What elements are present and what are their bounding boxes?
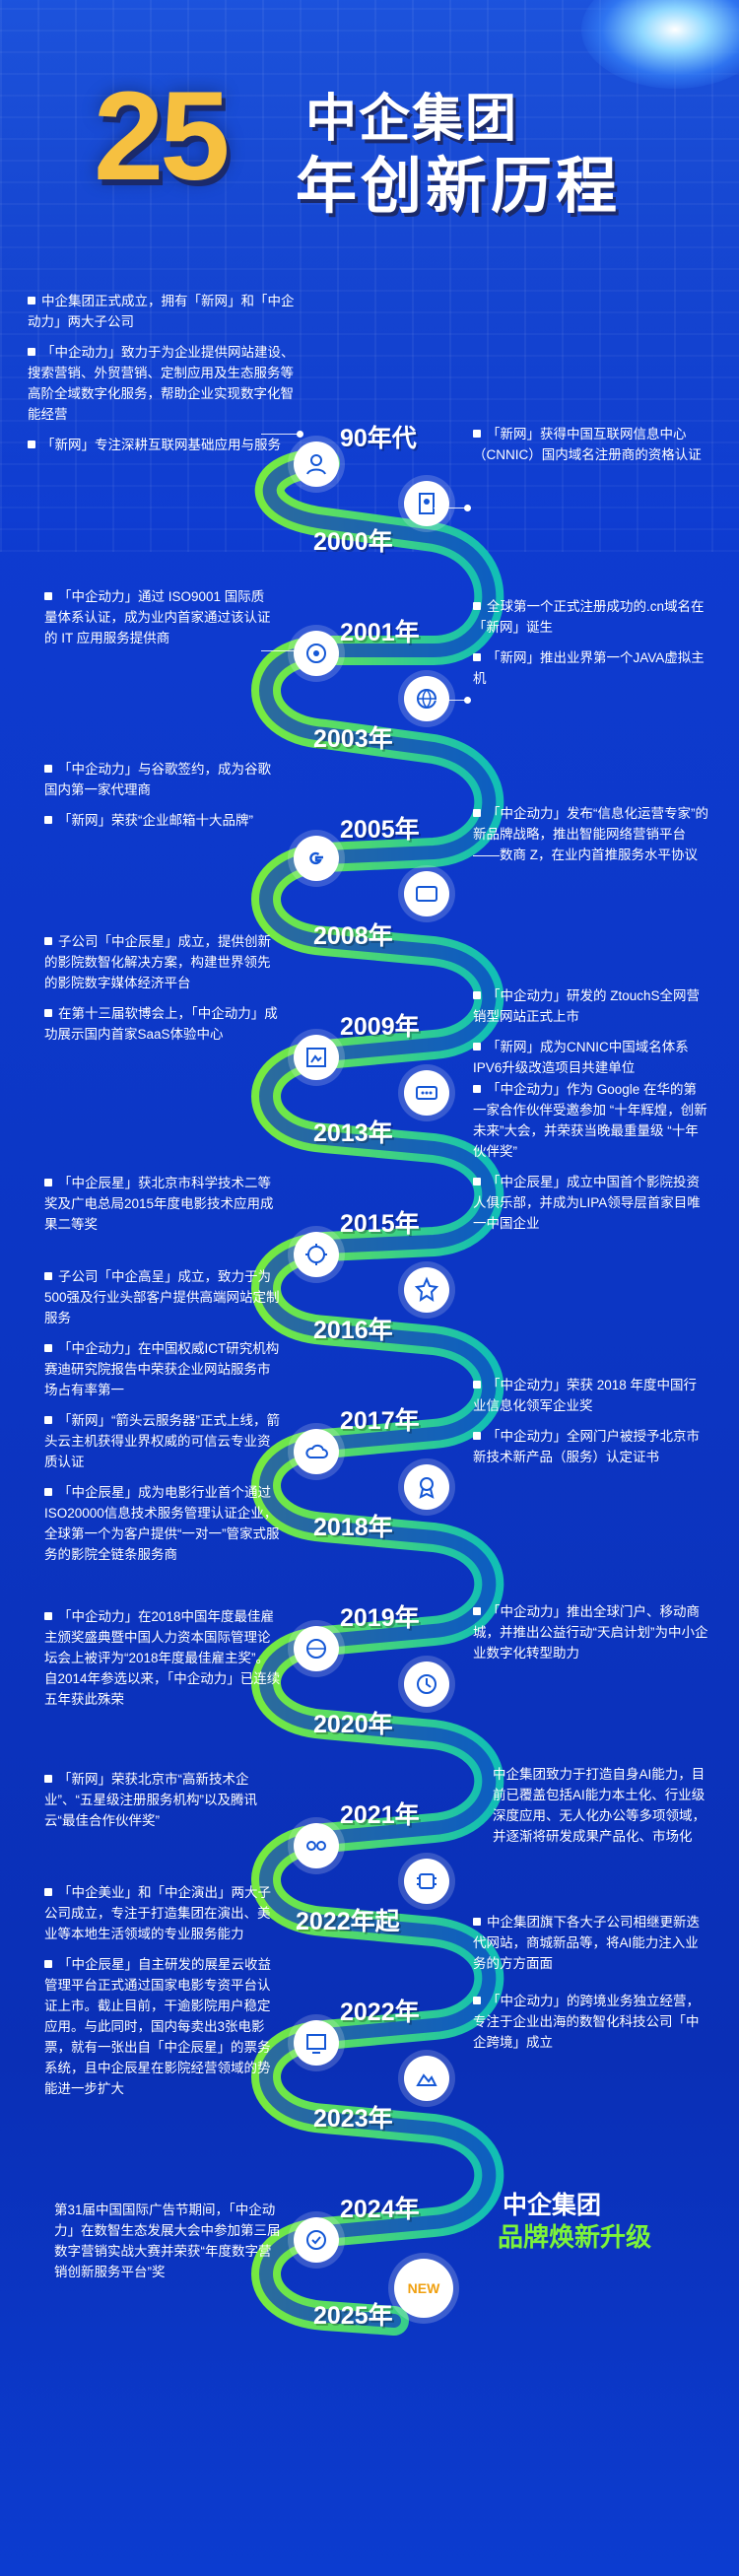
bullet [473,809,481,817]
year-label: 2022年起 [296,1908,400,1935]
bullet [44,1488,52,1496]
bullet [44,1960,52,1968]
entry-2015: 「中企辰星」获北京市科学技术二等奖及广电总局2015年度电影技术应用成果二等奖 [44,1176,274,1232]
bullet [44,1272,52,1280]
year-label: 2009年 [340,1013,420,1041]
entry-2021: 「新网」荣获北京市“高新技术企业”、“五星级注册服务机构”以及腾讯云“最佳合作伙… [44,1772,257,1828]
entry-2023: 「中企动力」的跨境业务独立经营，专注于企业出海的数智化科技公司「中企跨境」成立 [473,1994,700,2050]
bullet [473,653,481,661]
bullet [44,1888,52,1896]
bullet [44,816,52,824]
year-label: 2018年 [313,1514,393,1541]
hero-number: 25 [94,66,230,207]
bullet [28,441,35,448]
bullet [473,1432,481,1440]
leader-line [261,431,303,438]
badge-2003-icon [404,676,449,721]
year-label: 2013年 [313,1119,393,1147]
bullet [473,1085,481,1093]
badge-2016-icon [404,1267,449,1313]
entry-2020: 「中企动力」推出全球门户、移动商城，并推出公益行动“天启计划”为中小企业数字化转… [473,1604,708,1661]
badge-2021-icon [294,1823,339,1868]
bullet [473,1997,481,2004]
badge-2024-icon [294,2217,339,2263]
badge-2023-icon [404,2056,449,2101]
entry-2019: 「中企动力」在2018中国年度最佳雇主颁奖盛典暨中国人力资本国际管理论坛会上被评… [44,1609,281,1707]
badge-2015-icon [294,1232,339,1277]
badge-2013-icon [404,1070,449,1116]
bullet [473,602,481,610]
entry-2005-left: 「中企动力」与谷歌签约，成为谷歌国内第一家代理商 「新网」荣获“企业邮箱十大品牌… [44,762,271,828]
entry-2022-ai: 中企集团致力于打造自身AI能力，目前已覆盖包括AI能力本土化、行业级深度应用、无… [493,1767,705,1844]
bullet [28,348,35,356]
entry-90s: 中企集团正式成立，拥有「新网」和「中企动力」两大子公司 「中企动力」致力于为企业… [28,294,295,452]
bullet [473,1178,481,1186]
year-label: 2017年 [340,1407,420,1435]
badge-2020-icon [404,1661,449,1707]
badge-2022-ai-icon [404,1859,449,1904]
year-label: 2003年 [313,725,393,753]
bullet [44,1416,52,1424]
bullet [44,937,52,945]
bullet [473,1918,481,1926]
bullet [44,1612,52,1620]
bullet [28,297,35,305]
year-label: 2024年 [340,2196,420,2223]
hero-title-line2: 年创新历程 [296,153,622,221]
leader-line [261,647,303,654]
entry-2008: 子公司「中企辰星」成立，提供创新的影院数智化解决方案，构建世界领先的影院数字媒体… [44,934,278,1042]
badge-2000-icon [404,481,449,526]
year-label: 2019年 [340,1604,420,1632]
year-label: 2020年 [313,1711,393,1738]
bullet [44,1009,52,1017]
badge-2018-icon [404,1464,449,1510]
entry-2016-2017: 子公司「中企高呈」成立，致力于为500强及行业头部客户提供高端网站定制服务 「中… [44,1269,280,1562]
badge-2009-icon [294,1035,339,1080]
new-badge: NEW [394,2259,453,2318]
year-label: 2005年 [340,816,420,844]
entry-2000: 「新网」获得中国互联网信息中心（CNNIC）国内域名注册商的资格认证 [473,427,702,462]
year-label: 90年代 [340,425,417,452]
background-city [0,0,739,552]
year-label: 2016年 [313,1317,393,1344]
hero-title-line1: 中企集团 [305,91,519,148]
leader-line [434,697,471,704]
entry-2013: 「中企动力」作为 Google 在华的第一家合作伙伴受邀参加 “十年辉煌，创新未… [473,1082,707,1231]
year-label: 2021年 [340,1801,420,1829]
bullet [44,765,52,773]
bullet [44,1179,52,1186]
bullet [44,592,52,600]
year-label: 2015年 [340,1210,420,1238]
entry-2022b: 中企集团旗下各大子公司相继更新迭代网站，商城新品等，将AI能力注入业务的方方面面 [473,1915,700,1971]
bullet [44,1344,52,1352]
year-label: 2008年 [313,922,393,950]
badge-2022b-icon [294,2020,339,2066]
entry-2001: 「中企动力」通过 ISO9001 国际质量体系认证，成为业内首家通过该认证的 I… [44,589,271,645]
entry-2022: 「中企美业」和「中企演出」两大子公司成立，专注于打造集团在演出、美业等本地生活领… [44,1885,271,2096]
bullet [473,1381,481,1389]
bullet [473,991,481,999]
badge-2008-icon [404,871,449,916]
year-label: 2001年 [340,619,420,646]
badge-2005-google-icon [294,836,339,881]
bullet [473,1043,481,1051]
brand-subtitle: 品牌焕新升级 [498,2222,652,2252]
badge-2019-icon [294,1626,339,1671]
badge-2017-cloud-icon [294,1429,339,1474]
year-label: 2000年 [313,528,393,556]
entry-2003: 全球第一个正式注册成功的.cn域名在「新网」诞生 「新网」推出业界第一个JAVA… [473,599,705,686]
brand-title: 中企集团 [503,2192,602,2219]
badge-90s-icon [294,441,339,487]
entry-2009: 「中企动力」研发的 ZtouchS全网营销型网站正式上市 「新网」成为CNNIC… [473,988,701,1075]
entry-2005-right: 「中企动力」发布“信息化运营专家”的新品牌战略，推出智能网络营销平台——数商 Z… [473,806,708,862]
bullet [473,430,481,438]
bullet [473,1607,481,1615]
year-label: 2022年 [340,1999,420,2026]
bullet [44,1775,52,1783]
entry-2024: 第31届中国国际广告节期间，「中企动力」在数智生态发展大会中参加第三届数字营销实… [54,2203,281,2279]
year-label: 2025年 [313,2302,393,2330]
year-label: 2023年 [313,2105,393,2133]
entry-2018: 「中企动力」荣获 2018 年度中国行业信息化领军企业奖 「中企动力」全网门户被… [473,1378,700,1464]
